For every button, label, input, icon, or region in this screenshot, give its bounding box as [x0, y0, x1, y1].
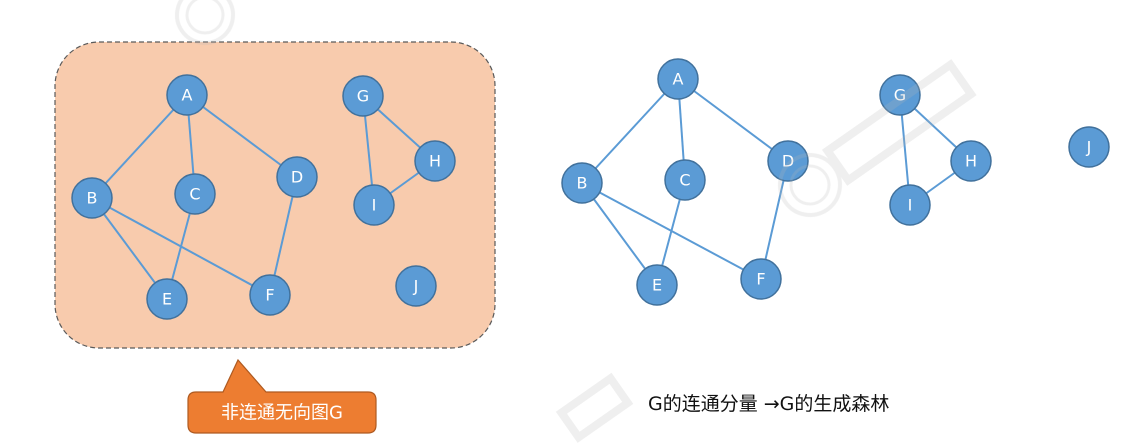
left-graph-node-circle — [342, 75, 384, 117]
left-graph-node-circle — [249, 274, 291, 316]
right-graph-node-a: A — [657, 58, 699, 100]
right-graph-node-label: J — [1086, 138, 1092, 157]
left-graph-edge-a-b — [91, 94, 188, 199]
right-graph-nodes: A B C D E F G H I J — [561, 58, 1110, 306]
left-graph-node-f: F — [249, 274, 291, 316]
right-graph-node-f: F — [740, 258, 782, 300]
left-graph-node-a: A — [166, 74, 208, 116]
left-graph-node-i: I — [353, 184, 395, 226]
right-graph-edge-a-d — [677, 78, 789, 162]
right-graph-node-e: E — [636, 264, 678, 306]
left-graph-node-label: G — [357, 87, 369, 106]
right-graph-node-j: J — [1068, 126, 1110, 168]
right-graph-node-circle — [740, 258, 782, 300]
right-graph-node-circle — [657, 58, 699, 100]
right-graph-node-label: I — [908, 196, 913, 215]
left-graph-node-d: D — [276, 156, 318, 198]
left-graph-node-j: J — [395, 265, 437, 307]
right-graph-node-label: B — [577, 174, 588, 193]
left-graph-node-h: H — [414, 140, 456, 182]
left-graph-node-circle — [71, 177, 113, 219]
callout-label: 非连通无向图G — [221, 403, 343, 424]
right-graph-node-label: G — [894, 86, 906, 105]
watermark — [175, 0, 977, 443]
left-graph-edge-b-e — [91, 197, 168, 300]
left-graph-node-b: B — [71, 177, 113, 219]
left-graph-nodes: A B C D E F G H I J — [71, 74, 456, 320]
left-graph-node-e: E — [146, 278, 188, 320]
right-graph-node-circle — [889, 184, 931, 226]
right-graph-node-circle — [879, 74, 921, 116]
callout: 非连通无向图G — [187, 358, 377, 434]
left-graph-node-circle — [395, 265, 437, 307]
right-graph-node-circle — [1068, 126, 1110, 168]
left-graph-node-label: B — [87, 189, 98, 208]
right-graph-edge-a-b — [581, 78, 679, 184]
left-graph-node-circle — [414, 140, 456, 182]
right-graph-node-circle — [561, 162, 603, 204]
left-graph-node-circle — [174, 173, 216, 215]
right-graph-node-circle — [664, 159, 706, 201]
left-graph-node-label: I — [372, 196, 377, 215]
left-graph-node-g: G — [342, 75, 384, 117]
left-graph-node-label: D — [291, 168, 303, 187]
left-graph-edge-a-d — [186, 94, 298, 178]
left-graph-node-label: C — [189, 185, 200, 204]
left-graph-node-circle — [276, 156, 318, 198]
right-graph-node-label: H — [965, 152, 977, 171]
left-graph-node-label: J — [413, 277, 419, 296]
right-graph-node-label: E — [652, 276, 662, 295]
right-graph-node-label: C — [679, 171, 690, 190]
left-graph-node-label: A — [182, 86, 193, 105]
right-graph-node-label: A — [673, 70, 684, 89]
right-graph-node-circle — [636, 264, 678, 306]
left-graph-node-c: C — [174, 173, 216, 215]
right-graph-node-label: D — [782, 152, 794, 171]
left-graph-node-label: F — [265, 286, 274, 305]
left-graph-node-circle — [166, 74, 208, 116]
right-graph-node-i: I — [889, 184, 931, 226]
right-graph-node-circle — [767, 140, 809, 182]
right-graph-node-circle — [950, 140, 992, 182]
right-graph-node-g: G — [879, 74, 921, 116]
right-graph-node-c: C — [664, 159, 706, 201]
right-graph-edge-b-e — [581, 182, 658, 286]
left-graph-node-circle — [353, 184, 395, 226]
right-graph-node-b: B — [561, 162, 603, 204]
caption-text: G的连通分量 →G的生成森林 — [648, 393, 889, 415]
right-graph-node-d: D — [767, 140, 809, 182]
left-graph-node-label: H — [429, 152, 441, 171]
right-graph-node-h: H — [950, 140, 992, 182]
right-graph-node-label: F — [756, 270, 765, 289]
callout-shape — [187, 358, 377, 434]
left-graph-node-circle — [146, 278, 188, 320]
left-graph-node-label: E — [162, 290, 172, 309]
